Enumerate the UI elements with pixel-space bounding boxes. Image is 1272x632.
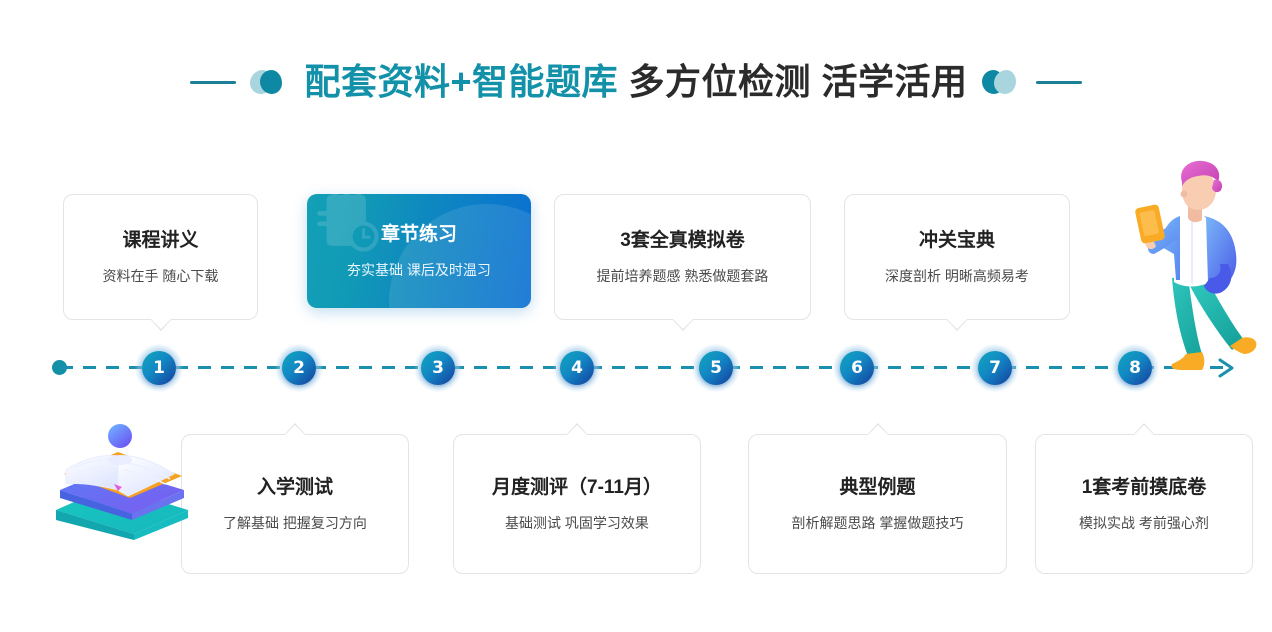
card-pointer-inner: [284, 425, 306, 436]
card-subtitle: 夯实基础 课后及时温习: [347, 262, 491, 278]
card-title: 入学测试: [256, 477, 333, 498]
page-title-secondary: 多方位检测 活学活用: [628, 61, 968, 102]
walking-person-with-phone-icon: [1092, 158, 1272, 390]
leaf-blob-icon-left: [250, 68, 290, 96]
page-title-row: 配套资料+智能题库 多方位检测 活学活用: [0, 56, 1272, 108]
feature-card-typical-examples[interactable]: 典型例题 剖析解题思路 掌握做题技巧: [748, 423, 1007, 574]
step-number: 6: [840, 351, 874, 385]
card-subtitle: 深度剖析 明晰高频易考: [885, 268, 1029, 284]
card-pointer-inner: [149, 318, 172, 329]
stacked-books-icon: [48, 424, 196, 540]
timeline-step-1[interactable]: 1: [134, 343, 184, 393]
card-title: 1套考前摸底卷: [1081, 477, 1207, 498]
timeline-step-4[interactable]: 4: [552, 343, 602, 393]
progress-timeline: 1 2 3 4 5 6 7 8: [0, 343, 1272, 393]
step-number: 2: [282, 351, 316, 385]
card-title: 冲关宝典: [918, 230, 995, 251]
feature-card-mock-papers[interactable]: 3套全真模拟卷 提前培养题感 熟悉做题套路: [554, 194, 811, 331]
document-clock-icon: [315, 194, 389, 267]
feature-card-course-handout[interactable]: 课程讲义 资料在手 随心下载: [63, 194, 258, 331]
timeline-step-8[interactable]: 8: [1110, 343, 1160, 393]
feature-card-pre-exam-paper[interactable]: 1套考前摸底卷 模拟实战 考前强心剂: [1035, 423, 1253, 574]
card-subtitle: 剖析解题思路 掌握做题技巧: [791, 515, 964, 531]
card-title: 典型例题: [839, 477, 916, 498]
step-number: 4: [560, 351, 594, 385]
timeline-step-5[interactable]: 5: [691, 343, 741, 393]
card-subtitle: 基础测试 巩固学习效果: [505, 515, 649, 531]
card-title: 3套全真模拟卷: [620, 230, 745, 251]
card-title: 月度测评（7-11月）: [492, 477, 662, 498]
timeline-step-7[interactable]: 7: [970, 343, 1020, 393]
card-pointer-inner: [946, 318, 968, 329]
page-title-primary: 配套资料+智能题库: [304, 61, 618, 102]
leaf-blob-icon-right: [981, 68, 1022, 96]
card-subtitle: 模拟实战 考前强心剂: [1079, 515, 1209, 531]
timeline-step-2[interactable]: 2: [274, 343, 324, 393]
feature-card-entrance-test[interactable]: 入学测试 了解基础 把握复习方向: [181, 423, 409, 574]
title-rule-left: [190, 80, 237, 84]
card-title: 章节练习: [380, 224, 457, 245]
step-number: 1: [142, 351, 176, 385]
page-title: 配套资料+智能题库 多方位检测 活学活用: [304, 64, 967, 100]
card-subtitle: 提前培养题感 熟悉做题套路: [596, 268, 769, 284]
feature-card-chapter-exercise[interactable]: 章节练习 夯实基础 课后及时温习: [307, 194, 531, 308]
step-number: 3: [421, 351, 455, 385]
card-decor-arc: [389, 204, 531, 308]
card-pointer-inner: [866, 425, 889, 436]
step-number: 5: [699, 351, 733, 385]
timeline-start-dot: [52, 360, 67, 375]
feature-card-breakthrough-guide[interactable]: 冲关宝典 深度剖析 明晰高频易考: [844, 194, 1070, 331]
card-subtitle: 了解基础 把握复习方向: [223, 515, 367, 531]
card-pointer-inner: [671, 318, 694, 329]
timeline-step-3[interactable]: 3: [413, 343, 463, 393]
card-subtitle: 资料在手 随心下载: [102, 268, 219, 284]
timeline-dashed-line: [60, 366, 1225, 369]
feature-card-monthly-assessment[interactable]: 月度测评（7-11月） 基础测试 巩固学习效果: [453, 423, 701, 574]
card-pointer-inner: [566, 425, 588, 436]
timeline-step-6[interactable]: 6: [832, 343, 882, 393]
step-number: 8: [1118, 351, 1152, 385]
step-number: 7: [978, 351, 1012, 385]
arrow-right-icon: [1216, 356, 1242, 385]
card-pointer-inner: [1133, 425, 1155, 436]
title-rule-right: [1035, 80, 1082, 84]
card-title: 课程讲义: [122, 230, 199, 251]
